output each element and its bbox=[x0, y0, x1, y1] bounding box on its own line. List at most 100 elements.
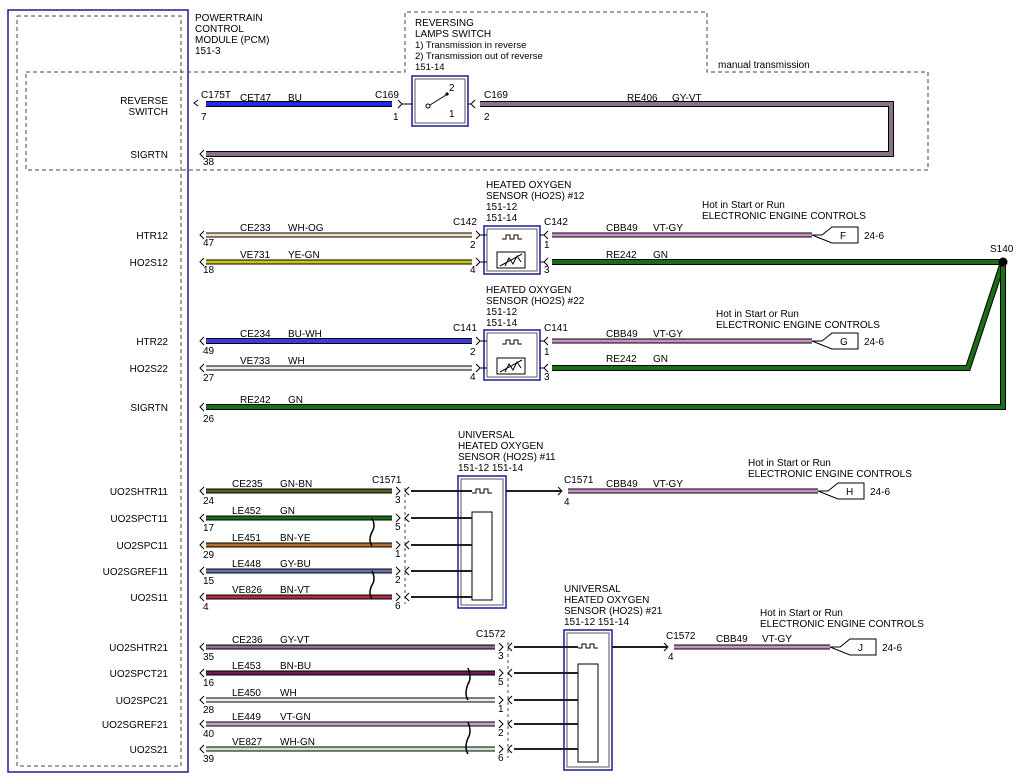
switch-contact-left bbox=[425, 103, 431, 109]
ho2s12-heater-icon bbox=[502, 234, 522, 240]
ho2s22-sig-color: WH bbox=[288, 356, 305, 367]
reversing-title-4: 2) Transmission out of reverse bbox=[415, 51, 543, 62]
uho2s11-wire-pin: 15 bbox=[203, 576, 215, 587]
ho2s22-ret-wire bbox=[552, 261, 1005, 370]
uho2s21-conn-terminal-r bbox=[507, 695, 513, 705]
uho2s21-twisted-pair-1 bbox=[465, 667, 471, 701]
uho2s11-conn-terminal-l bbox=[395, 513, 401, 523]
ho2s12-title-4: 151-14 bbox=[486, 213, 518, 224]
ho2s12-htr-label: HTR12 bbox=[136, 231, 168, 242]
reverse-switch-label-1: REVERSE bbox=[120, 96, 168, 107]
reversing-switch-inner bbox=[414, 78, 466, 124]
reverse-switch-label-2: SWITCH bbox=[129, 107, 168, 118]
uho2s11-wire-label: UO2SPCT11 bbox=[110, 514, 168, 525]
sigrtn-mid-terminal bbox=[199, 402, 205, 412]
ho2s22-title-2: SENSOR (HO2S) #22 bbox=[486, 296, 585, 307]
switch-blade bbox=[429, 94, 447, 106]
uho2s21-wire-color: BN-BU bbox=[280, 661, 311, 672]
reversing-pin-top: 2 bbox=[449, 83, 455, 94]
uho2s11-pcm-terminal bbox=[199, 566, 205, 576]
uho2s11-title-3: SENSOR (HO2S) #11 bbox=[458, 452, 556, 463]
reversing-title-3: 1) Transmission in reverse bbox=[415, 40, 526, 51]
pcm-title-4: 151-3 bbox=[195, 46, 221, 57]
uho2s11-conn-pin: 2 bbox=[395, 575, 401, 586]
uho2s21-wire-label: UO2SPC21 bbox=[116, 696, 169, 707]
ho2s22-htr-pin: 49 bbox=[203, 346, 215, 357]
uho2s11-wire-pin: 29 bbox=[203, 550, 215, 561]
ho2s22-htr-circuit: CE234 bbox=[240, 329, 271, 340]
uho2s11-conn-terminal-r bbox=[404, 486, 410, 496]
ho2s12-sig-label: HO2S12 bbox=[130, 258, 169, 269]
uho2s21-hot-line1: Hot in Start or Run bbox=[760, 608, 843, 619]
reversing-pin-bottom: 1 bbox=[449, 109, 455, 120]
uho2s11-conn-pin: 5 bbox=[395, 522, 401, 533]
reverse-switch-color-right: GY-VT bbox=[672, 93, 702, 104]
pcm-title-1: POWERTRAIN bbox=[195, 13, 263, 24]
ho2s22-pin-l-top: 2 bbox=[470, 347, 476, 358]
uho2s11-conn-terminal-l bbox=[395, 566, 401, 576]
uho2s11-cell-box bbox=[471, 511, 493, 601]
uho2s21-ref-letter: J bbox=[858, 643, 863, 654]
ho2s12-pin-r-top: 1 bbox=[544, 240, 550, 251]
ho2s22-pin-r-bot: 3 bbox=[544, 372, 550, 383]
ho2s12-connector-right: C142 bbox=[544, 217, 568, 228]
ho2s22-heater-icon bbox=[502, 339, 522, 345]
ho2s22-hot-line2: ELECTRONIC ENGINE CONTROLS bbox=[716, 320, 880, 331]
uho2s11-conn-terminal-r bbox=[404, 540, 410, 550]
uho2s21-wire-pin: 39 bbox=[203, 754, 215, 765]
uho2s21-twisted-pair-2 bbox=[465, 721, 471, 755]
ho2s22-connector-right: C141 bbox=[544, 323, 568, 334]
ho2s12-title-2: SENSOR (HO2S) #12 bbox=[486, 191, 585, 202]
ho2s12-pin-l-top: 2 bbox=[470, 240, 476, 251]
ho2s12-sig-circuit: VE731 bbox=[240, 250, 270, 261]
ho2s12-sensor-inner bbox=[486, 228, 538, 272]
uho2s11-wire-color: GY-BU bbox=[280, 559, 311, 570]
sigrtn-top-label: SIGRTN bbox=[130, 150, 168, 161]
uho2s21-wire-label: UO2SGREF21 bbox=[102, 720, 169, 731]
uho2s21-connector-right: C1572 bbox=[666, 631, 696, 642]
uho2s21-conn-pin: 2 bbox=[498, 728, 504, 739]
reverse-switch-circuit-right: RE406 bbox=[627, 93, 658, 104]
ho2s22-title-4: 151-14 bbox=[486, 318, 518, 329]
uho2s11-title-1: UNIVERSAL bbox=[458, 430, 515, 441]
uho2s11-hot-line1: Hot in Start or Run bbox=[748, 458, 831, 469]
ho2s22-htr-pcm-terminal bbox=[199, 336, 205, 346]
ho2s12-htr-pin: 47 bbox=[203, 238, 215, 249]
uho2s11-ref-letter: H bbox=[846, 487, 853, 498]
uho2s11-wire-pin: 24 bbox=[203, 496, 215, 507]
ho2s12-htr-color: WH-OG bbox=[288, 223, 324, 234]
uho2s11-wire-color: BN-VT bbox=[280, 585, 310, 596]
sigrtn-top-terminal bbox=[199, 149, 205, 159]
uho2s11-twisted-pair-2 bbox=[369, 570, 375, 600]
splice-s140-dot bbox=[998, 257, 1008, 267]
uho2s11-conn-terminal-l bbox=[395, 540, 401, 550]
uho2s21-conn-terminal-l bbox=[498, 744, 504, 754]
ho2s22-sig-pin: 27 bbox=[203, 373, 215, 384]
ho2s12-hot-line1: Hot in Start or Run bbox=[702, 200, 785, 211]
reverse-switch-pin-right: 2 bbox=[484, 112, 490, 123]
uho2s11-feed-color: VT-GY bbox=[653, 479, 683, 490]
uho2s11-connector-right: C1571 bbox=[564, 475, 594, 486]
ho2s12-sig-pin: 18 bbox=[203, 265, 215, 276]
uho2s21-wire-circuit: LE450 bbox=[232, 688, 261, 699]
uho2s21-feed-color: VT-GY bbox=[762, 634, 792, 645]
uho2s11-conn-terminal-r bbox=[404, 566, 410, 576]
uho2s11-wire-label: UO2SPC11 bbox=[116, 541, 168, 552]
uho2s21-wire-label: UO2SHTR21 bbox=[109, 643, 168, 654]
ho2s12-pin-r-bot: 3 bbox=[544, 265, 550, 276]
ho2s12-title-3: 151-12 bbox=[486, 202, 518, 213]
ho2s22-sensor-box bbox=[483, 329, 541, 381]
ho2s12-pin-l-bot: 4 bbox=[470, 265, 476, 276]
uho2s11-wire-color: GN bbox=[280, 506, 295, 517]
uho2s11-wire-label: UO2SHTR11 bbox=[110, 487, 169, 498]
uho2s21-title-3: SENSOR (HO2S) #21 bbox=[564, 606, 663, 617]
uho2s21-wire-color: WH bbox=[280, 688, 297, 699]
uho2s11-wire-circuit: CE235 bbox=[232, 479, 263, 490]
ho2s12-title-1: HEATED OXYGEN bbox=[486, 180, 571, 191]
uho2s21-ref-flag bbox=[829, 638, 877, 656]
ho2s12-ret-circuit: RE242 bbox=[606, 250, 637, 261]
pcm-title-3: MODULE (PCM) bbox=[195, 35, 269, 46]
uho2s21-hot-line2: ELECTRONIC ENGINE CONTROLS bbox=[760, 619, 924, 630]
